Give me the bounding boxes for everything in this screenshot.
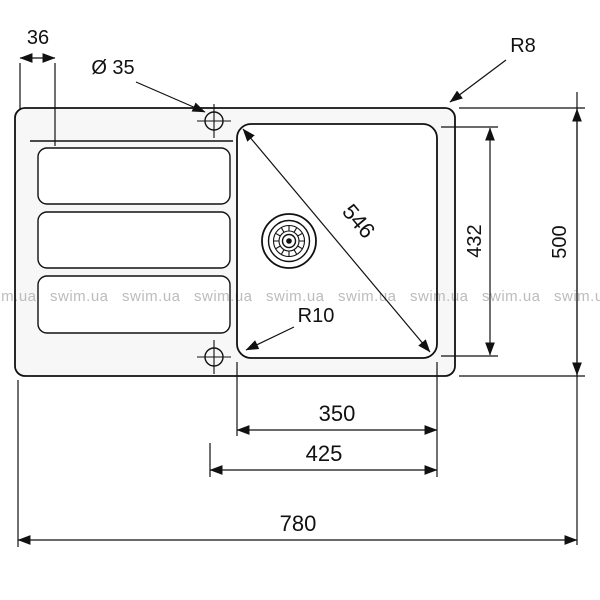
dim-r10-label: R10 (298, 305, 335, 327)
watermark-text: swim.ua (410, 288, 469, 305)
watermark-row: swim.ua swim.ua swim.ua swim.ua swim.ua … (0, 288, 600, 305)
bowl-outline (236, 123, 438, 359)
dim-432-label: 432 (464, 224, 486, 257)
dim-780-label: 780 (280, 511, 317, 536)
dim-hole-diameter: Ø 35 (91, 57, 206, 113)
dim-hole-diameter-leader (135, 81, 206, 113)
drainer-slat-fill (38, 212, 230, 268)
dim-546-line (242, 128, 431, 353)
dim-hole-diameter-label: Ø 35 (91, 57, 134, 79)
dim-r8: R8 (449, 35, 536, 103)
sink-outer-outline (14, 107, 456, 377)
drainer-slat-outline (37, 275, 231, 334)
watermark-text: swim.ua (482, 288, 541, 305)
dim-r8-label: R8 (510, 35, 536, 57)
sink-outlines (14, 107, 456, 377)
drain-cap-dot (286, 238, 292, 244)
dim-36-label: 36 (27, 27, 49, 49)
dim-432: 432 (441, 126, 498, 357)
tap-hole-top (197, 104, 231, 138)
dim-36: 36 (19, 27, 56, 146)
drainer-slat-outline (37, 211, 231, 269)
dim-350-label: 350 (319, 401, 356, 426)
drainer-slat-fill (38, 276, 230, 333)
watermark-text: swim.ua (266, 288, 325, 305)
watermark-text: swim.ua (0, 288, 37, 305)
drainer-slat-fill (38, 148, 230, 204)
dim-500: 500 (459, 92, 585, 545)
dim-350: 350 (236, 362, 438, 477)
watermark-text: swim.ua (50, 288, 109, 305)
dim-r8-leader (449, 59, 507, 103)
dim-425-label: 425 (306, 441, 343, 466)
dim-500-label: 500 (549, 225, 571, 258)
dim-780: 780 (17, 380, 578, 547)
dim-r10-leader (245, 326, 295, 351)
drainer-slat-outline (37, 147, 231, 205)
dim-425: 425 (209, 441, 438, 477)
dim-r10: R10 (245, 305, 335, 351)
watermark-text: swim.ua (122, 288, 181, 305)
tap-hole-bottom (197, 340, 231, 374)
watermark-text: swim.ua (194, 288, 253, 305)
